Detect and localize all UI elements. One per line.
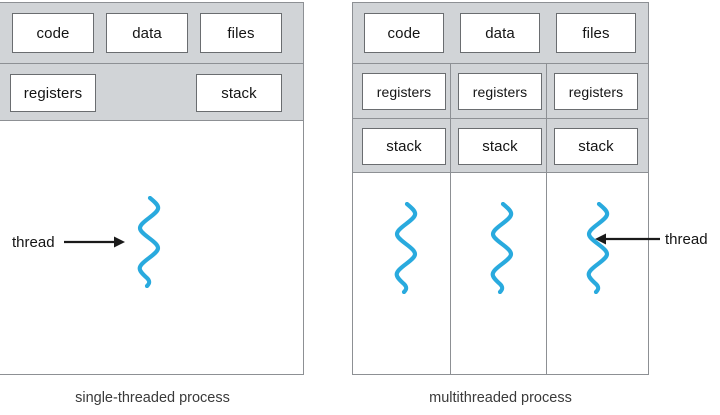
multi-stack-box-1: stack <box>362 128 446 165</box>
multi-stack-box-3: stack <box>554 128 638 165</box>
single-files-box: files <box>200 13 282 53</box>
multi-stack-box-2: stack <box>458 128 542 165</box>
single-registers-box: registers <box>10 74 96 112</box>
multi-registers-box-2: registers <box>458 73 542 110</box>
single-data-box: data <box>106 13 188 53</box>
multi-column-divider-1 <box>450 64 451 374</box>
multithreaded-process-panel: code data files registers registers regi… <box>352 2 649 375</box>
multi-data-box: data <box>460 13 540 53</box>
multi-code-box: code <box>364 13 444 53</box>
single-threaded-process-caption: single-threaded process <box>75 390 230 406</box>
single-thread-arrow <box>64 236 125 248</box>
multi-column-divider-2 <box>546 64 547 374</box>
multithreaded-process-caption: multithreaded process <box>429 390 572 406</box>
multi-thread-label: thread <box>665 231 708 248</box>
multi-thread-squiggle-1 <box>394 202 418 294</box>
single-code-box: code <box>12 13 94 53</box>
multi-thread-squiggle-3 <box>586 202 610 294</box>
single-threaded-process-panel: code data files registers stack thread <box>0 2 304 375</box>
single-stack-box: stack <box>196 74 282 112</box>
multi-files-box: files <box>556 13 636 53</box>
multi-registers-box-1: registers <box>362 73 446 110</box>
multi-thread-squiggle-2 <box>490 202 514 294</box>
single-thread-squiggle <box>137 196 161 288</box>
multi-registers-box-3: registers <box>554 73 638 110</box>
single-thread-label: thread <box>12 234 55 251</box>
